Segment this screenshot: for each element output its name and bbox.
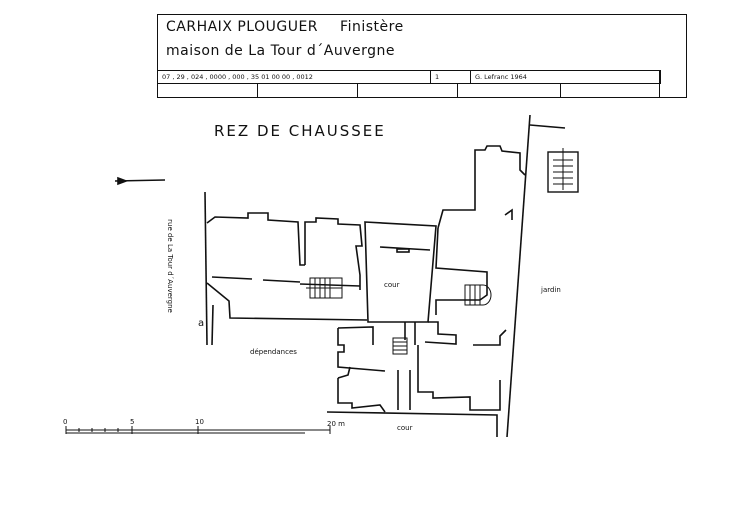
title-line-1: CARHAIX PLOUGUER Finistère	[166, 19, 404, 35]
scale-20: 20 m	[327, 420, 345, 428]
label-cour-south: cour	[397, 424, 413, 432]
lower-block	[337, 321, 507, 413]
label-cour-inner: cour	[384, 281, 400, 289]
title-block: CARHAIX PLOUGUER Finistère maison de La T…	[157, 14, 687, 98]
empty-cell	[158, 84, 258, 97]
empty-cell	[258, 84, 358, 97]
right-block	[435, 145, 526, 315]
commune: CARHAIX PLOUGUER	[166, 19, 319, 35]
street-lines	[204, 114, 566, 438]
subject: maison de La Tour d´Auvergne	[166, 43, 396, 59]
empty-row	[158, 83, 661, 98]
author-date: G. Lefranc 1964	[471, 71, 661, 84]
reference-row: 07 , 29 , 024 , 0000 , 000 , 35 01 00 00…	[158, 70, 661, 84]
empty-cell	[458, 84, 561, 97]
corner-cell	[659, 70, 686, 98]
scale-0: 0	[63, 418, 68, 426]
plan-heading: REZ DE CHAUSSEE	[214, 122, 386, 140]
scale-10: 10	[195, 418, 204, 426]
staircase-icon	[306, 148, 579, 355]
label-dependances: dépendances	[250, 348, 297, 356]
marker-a: a	[198, 318, 205, 329]
reference: 07 , 29 , 024 , 0000 , 000 , 35 01 00 00…	[158, 71, 431, 84]
sheet: 1	[431, 71, 471, 84]
scale-5: 5	[130, 418, 135, 426]
scale-bar	[65, 426, 331, 434]
courtyard-room	[364, 221, 437, 323]
left-wing	[206, 212, 368, 321]
empty-cell	[358, 84, 458, 97]
middle-wing	[304, 217, 363, 290]
label-jardin: jardin	[541, 286, 561, 294]
north-arrow-icon	[114, 176, 166, 186]
department: Finistère	[340, 19, 404, 35]
